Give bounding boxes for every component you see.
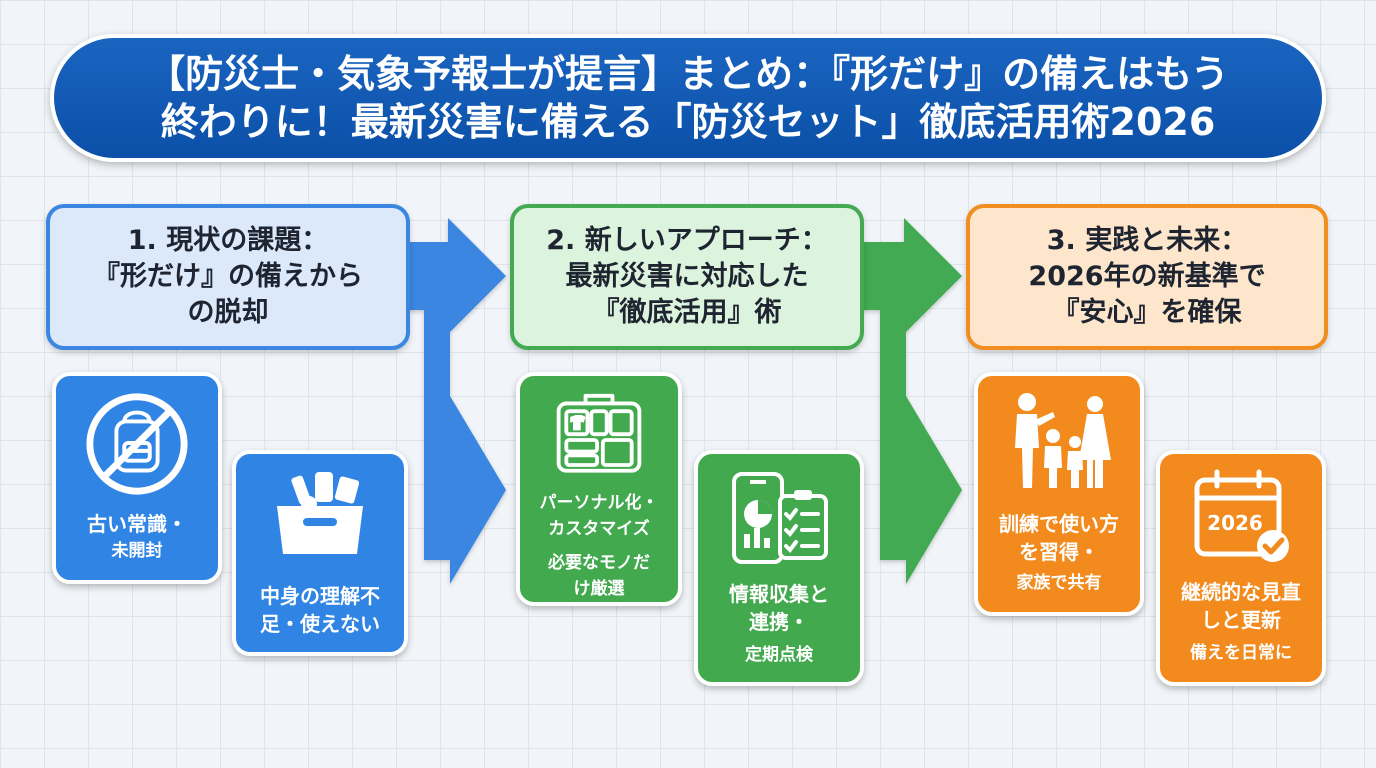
card-personalize-line-2: カスタマイズ [548,519,650,539]
no-backpack-icon [86,393,188,495]
title-line-1: 【防災士・気象予報士が提言】まとめ：『形だけ』の備えはもう [147,52,1229,96]
stage-2-heading-line-1: 2. 新しいアプローチ： [546,225,828,256]
card-personalize-line-3: 必要なモノだ [548,553,650,573]
card-training: 訓練で使い方 を習得・ 家族で共有 [974,372,1144,616]
card-personalize-line-4: け厳選 [573,579,625,599]
card-training-line-3: 家族で共有 [1016,573,1102,593]
calendar-check-icon: 2026 [1194,469,1289,562]
arrow-2-upper [856,218,962,334]
stage-3-heading-line-2: 2026年の新基準で [1028,261,1266,292]
card-info-line-1: 情報収集と [729,582,829,606]
card-old-knowledge-line-1: 古い常識・ [87,512,187,536]
stage-1-heading-line-3: の脱却 [187,297,269,328]
arrow-2-lower [880,296,962,584]
calendar-year: 2026 [1207,511,1263,535]
card-review-line-3: 備えを日常に [1190,643,1292,663]
phone-checklist-icon [732,472,828,564]
basket-icon [277,472,363,554]
card-training-line-2: を習得・ [1019,540,1099,564]
title-line-2: 終わりに！最新災害に備える「防災セット」徹底活用術2026 [160,100,1216,144]
card-training-line-1: 訓練で使い方 [999,512,1119,536]
card-info: 情報収集と 連携・ 定期点検 [694,450,864,686]
stage-1-heading: 1. 現状の課題： 『形だけ』の備えから の脱却 [46,204,410,350]
stage-3-heading-line-1: 3. 実践と未来： [1046,225,1248,256]
arrow-1-upper [400,218,506,334]
stage-3-heading-line-3: 『安心』を確保 [1052,297,1242,328]
card-old-knowledge: 古い常識・ 未開封 [52,372,222,584]
stage-2-heading-line-2: 最新災害に対応した [565,261,809,292]
card-review: 2026 継続的な見直 しと更新 備えを日常に [1156,450,1326,686]
stage-2-heading: 2. 新しいアプローチ： 最新災害に対応した 『徹底活用』術 [510,204,864,350]
card-review-line-2: しと更新 [1201,608,1281,632]
card-no-understanding: 中身の理解不 足・使えない [232,450,408,656]
card-personalize-line-1: パーソナル化・ [539,493,659,513]
organizer-case-icon [556,393,642,473]
stage-1-heading-line-2: 『形だけ』の備えから [93,261,363,292]
arrow-1-lower [424,296,506,584]
stage-2-heading-line-3: 『徹底活用』術 [592,297,782,328]
card-review-line-1: 継続的な見直 [1181,580,1301,604]
card-personalize: パーソナル化・ カスタマイズ 必要なモノだ け厳選 [516,372,682,606]
title-banner: 【防災士・気象予報士が提言】まとめ：『形だけ』の備えはもう 終わりに！最新災害に… [50,34,1326,162]
card-old-knowledge-line-2: 未開封 [111,541,163,561]
stage-1-heading-line-1: 1. 現状の課題： [127,225,329,256]
stage-3-heading: 3. 実践と未来： 2026年の新基準で 『安心』を確保 [966,204,1328,350]
card-no-understanding-line-1: 中身の理解不 [260,584,380,608]
card-info-line-3: 定期点検 [745,645,813,665]
card-no-understanding-line-2: 足・使えない [260,612,380,636]
card-info-line-2: 連携・ [749,610,809,634]
family-icon [1015,393,1111,488]
